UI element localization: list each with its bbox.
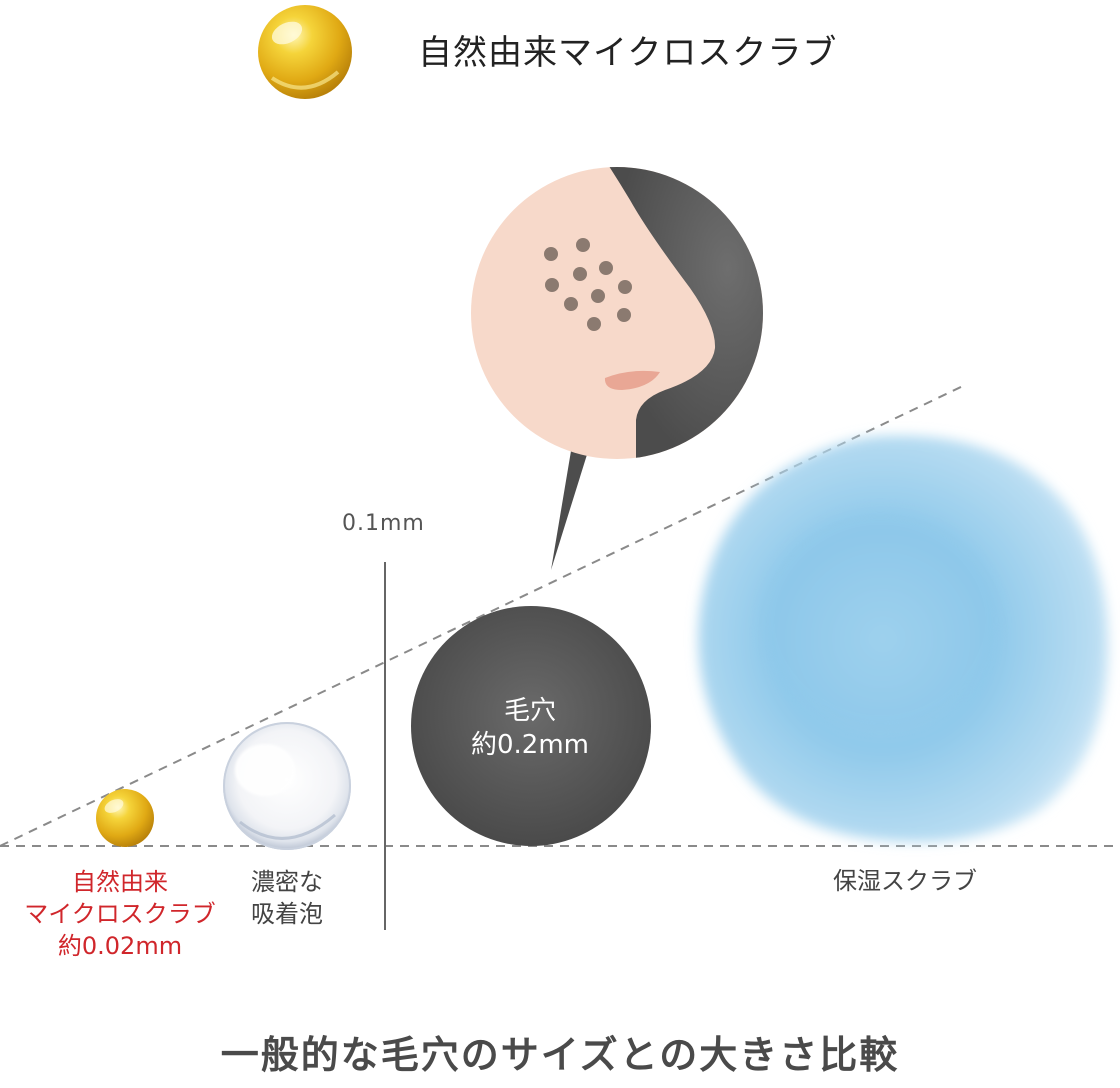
foam-label: 濃密な 吸着泡 bbox=[232, 866, 342, 930]
pore-label-line1: 毛穴 bbox=[503, 696, 556, 726]
micro-scrub-line1: 自然由来 bbox=[72, 868, 168, 896]
legend-label: 自然由来マイクロスクラブ bbox=[418, 33, 838, 73]
pore-dots bbox=[544, 238, 632, 331]
micro-scrub-sphere bbox=[96, 789, 154, 847]
micro-scrub-label: 自然由来 マイクロスクラブ 約0.02mm bbox=[20, 866, 220, 962]
foam-bubble bbox=[223, 722, 351, 850]
scale-label: 0.1mm bbox=[342, 511, 425, 536]
pore-circle bbox=[411, 606, 651, 846]
page-title: 一般的な毛穴のサイズとの大きさ比較 bbox=[220, 1033, 900, 1077]
pore-label-line2: 約0.2mm bbox=[470, 730, 589, 760]
foam-line2: 吸着泡 bbox=[251, 900, 323, 928]
pore-size-label: 毛穴 約0.2mm bbox=[420, 694, 640, 762]
moist-scrub-label: 保湿スクラブ bbox=[833, 867, 977, 895]
foam-line1: 濃密な bbox=[251, 868, 323, 896]
micro-scrub-line2: マイクロスクラブ bbox=[24, 900, 216, 928]
size-trend-dashed-line bbox=[0, 384, 966, 847]
face-silhouette bbox=[605, 167, 763, 459]
bubble-pointer bbox=[551, 445, 590, 570]
gold-sphere-icon bbox=[258, 5, 352, 99]
nostril-shape bbox=[604, 370, 660, 390]
moisture-scrub-blob bbox=[698, 435, 1109, 842]
magnified-face-bubble bbox=[471, 167, 763, 570]
micro-scrub-line3: 約0.02mm bbox=[57, 932, 183, 960]
